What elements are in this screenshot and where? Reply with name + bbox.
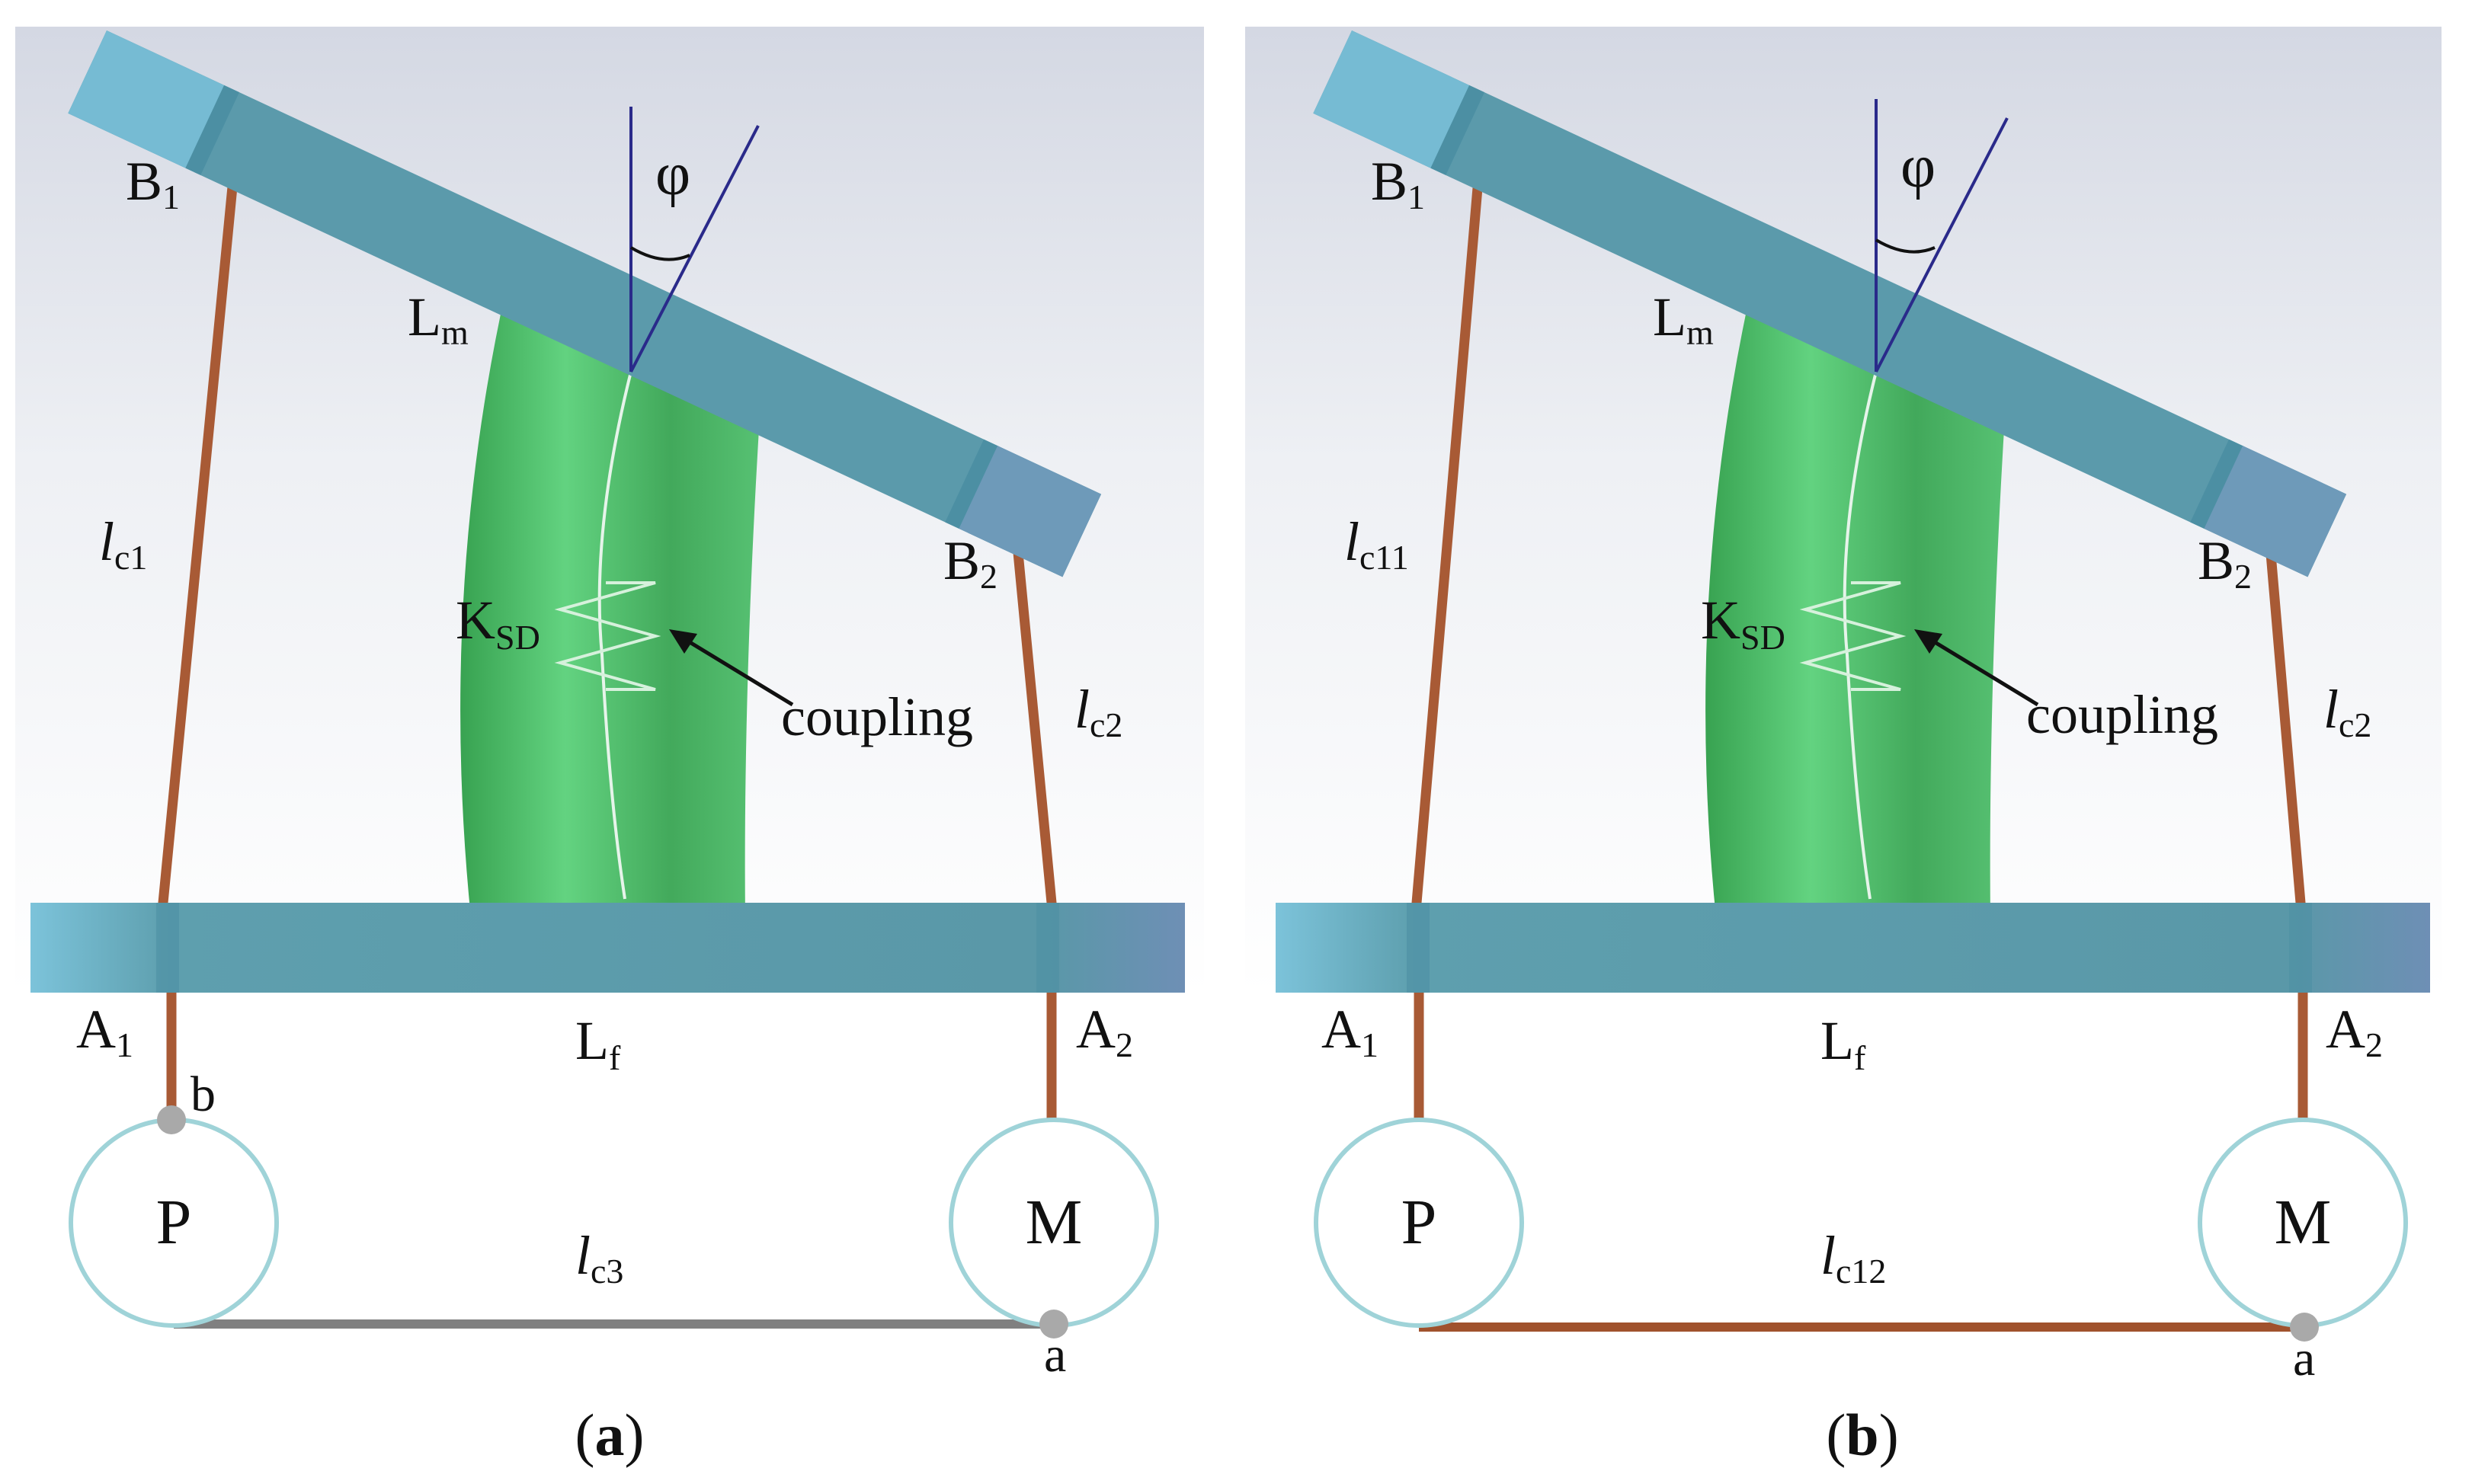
label-motor-p: P — [1401, 1187, 1437, 1258]
fixed-plate-joint-left — [156, 903, 179, 993]
label-bottom-cable: lc12 — [1820, 1225, 1886, 1291]
angle-arc — [629, 246, 690, 261]
ksd-spring-icon — [1799, 581, 1907, 691]
caption-a: (a) — [575, 1402, 645, 1468]
label-b1: B1 — [1371, 151, 1425, 216]
label-coupling: coupling — [2026, 684, 2218, 745]
label-coupling: coupling — [781, 686, 973, 747]
label-ksd: KSD — [456, 590, 540, 657]
label-lf: Lf — [575, 1010, 621, 1077]
label-point-b: b — [191, 1067, 216, 1122]
ksd-spring-icon — [554, 581, 661, 691]
green-flexible-body — [1705, 286, 2006, 918]
label-bottom-cable: lc3 — [575, 1225, 623, 1291]
panel-a: B1 B2 Lm φ KSD coupling lc1 lc2 A1 A2 Lf… — [15, 27, 1204, 1468]
label-lf: Lf — [1820, 1010, 1866, 1077]
label-a1: A1 — [1321, 999, 1378, 1064]
left-cable — [1411, 174, 1484, 908]
label-phi: φ — [1900, 133, 1936, 200]
fixed-plate-joint-left — [1407, 903, 1430, 993]
fixed-plate-joint-right — [1036, 903, 1059, 993]
coupling-arrowhead — [1914, 629, 1942, 654]
green-flexible-body — [460, 286, 760, 918]
label-point-a: a — [1044, 1327, 1066, 1383]
label-lm: Lm — [1653, 286, 1714, 352]
right-cable — [2265, 539, 2306, 908]
label-point-a: a — [2293, 1331, 2315, 1386]
backbone-wire — [597, 371, 632, 900]
left-cable — [158, 174, 239, 908]
label-a2: A2 — [1076, 999, 1133, 1064]
moving-plate — [1313, 30, 2347, 577]
panel-b: B1 B2 Lm φ KSD coupling lc11 lc2 A1 A2 L… — [1245, 27, 2442, 1468]
tilt-line — [629, 125, 760, 373]
label-ksd: KSD — [1701, 590, 1785, 657]
angle-arc — [1875, 238, 1936, 254]
backbone-wire — [1843, 371, 1878, 900]
label-b2: B2 — [943, 530, 997, 596]
label-right-cable: lc2 — [2323, 679, 2371, 744]
label-b2: B2 — [2198, 530, 2252, 596]
joint-a-dot — [2290, 1313, 2319, 1342]
label-left-cable: lc1 — [99, 511, 147, 577]
joint-a-dot — [1039, 1310, 1068, 1338]
coupling-arrow — [678, 634, 794, 707]
label-lm: Lm — [408, 286, 469, 352]
coupling-arrowhead — [669, 629, 697, 654]
label-phi: φ — [655, 141, 690, 208]
moving-plate — [68, 30, 1102, 577]
label-a1: A1 — [76, 999, 133, 1064]
label-right-cable: lc2 — [1074, 679, 1122, 744]
fixed-plate — [1276, 903, 2430, 993]
label-motor-m: M — [2275, 1187, 2332, 1258]
label-motor-p: P — [156, 1187, 192, 1258]
caption-b: (b) — [1826, 1402, 1898, 1468]
fixed-plate — [30, 903, 1185, 993]
label-motor-m: M — [1026, 1187, 1083, 1258]
tilt-line — [1875, 117, 2009, 373]
motor-p-circle — [1314, 1118, 1524, 1328]
fixed-plate-joint-right — [2289, 903, 2312, 993]
label-b1: B1 — [126, 151, 180, 216]
right-cable — [1012, 539, 1057, 908]
joint-b-dot — [157, 1105, 186, 1134]
label-left-cable: lc11 — [1344, 511, 1409, 577]
coupling-arrow — [1923, 634, 2039, 707]
label-a2: A2 — [2326, 999, 2383, 1064]
